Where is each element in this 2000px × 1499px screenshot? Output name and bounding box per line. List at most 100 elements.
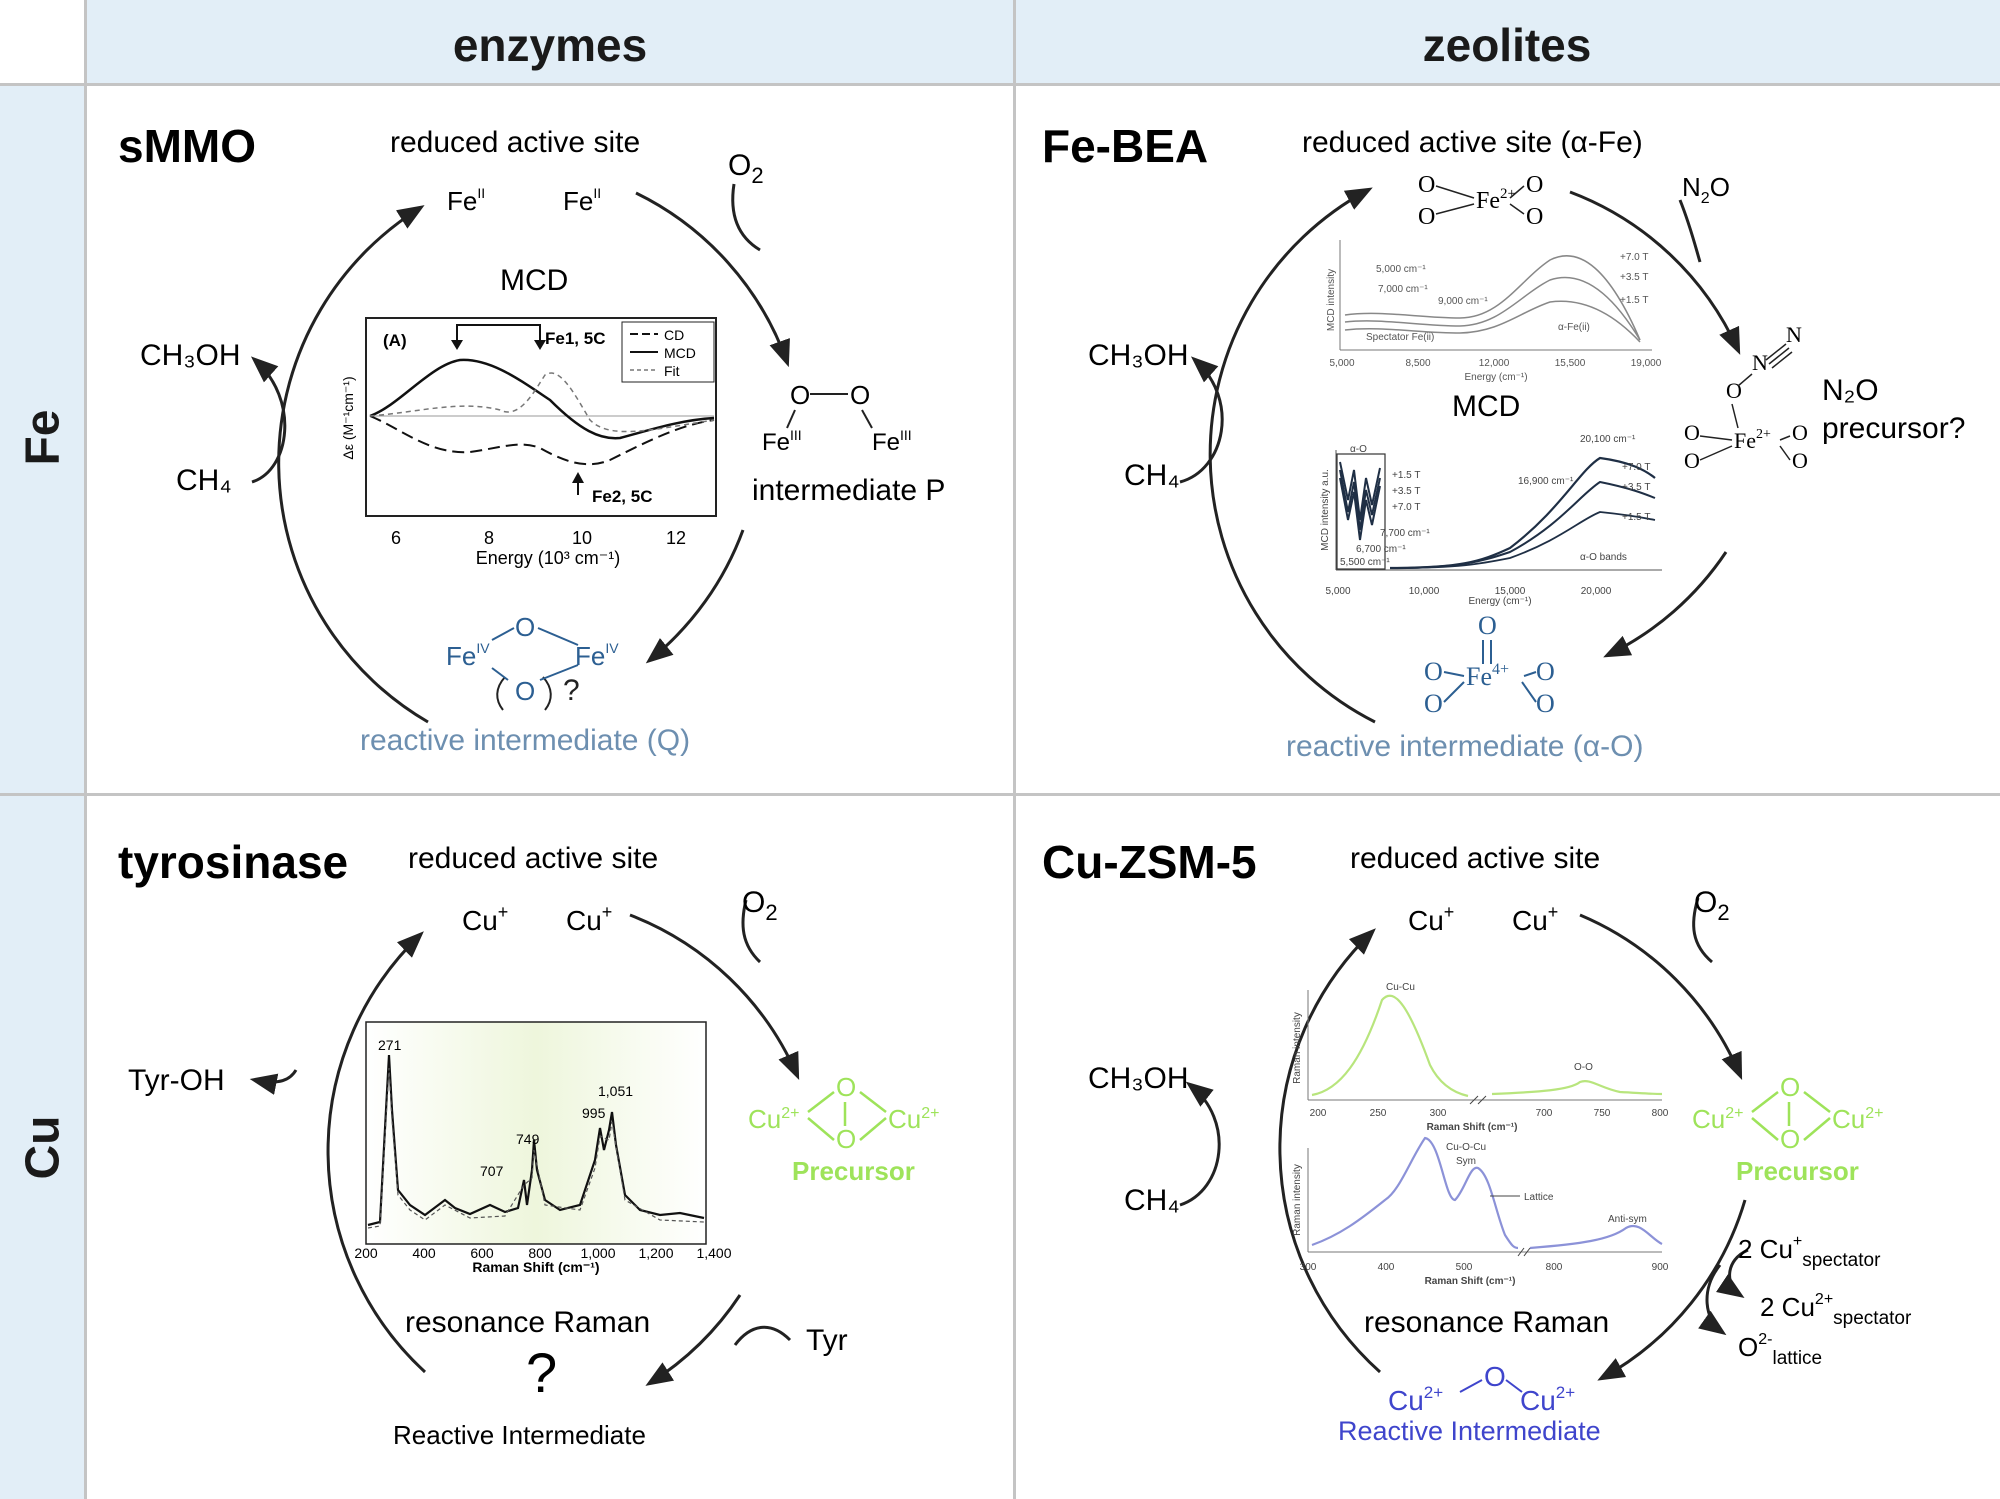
arrow-cycle-top-right xyxy=(1579,913,1743,1080)
plot1-curve-left xyxy=(1311,994,1469,1098)
panel-smmo: sMMO reduced active site O2 FeII FeII MC… xyxy=(118,120,945,757)
plot-mcd-curve xyxy=(369,358,715,440)
plot2-xtick-2: 15,000 xyxy=(1495,586,1526,597)
cycle-arrows xyxy=(1179,897,1749,1381)
spectator-cu-2plus: 2 Cu2+spectator xyxy=(1760,1291,1912,1329)
plot-xlabel: Raman Shift (cm⁻¹) xyxy=(472,1259,599,1275)
plot-xtick-1400: 1,400 xyxy=(696,1245,731,1261)
arrow-spectator-cu2 xyxy=(1716,1248,1749,1299)
grid-line-horizontal-header xyxy=(0,83,2000,86)
q-oxygen-top: O xyxy=(515,612,535,642)
arrow-tyr-oh-out xyxy=(249,1069,298,1095)
pre-cu-left: Cu2+ xyxy=(1692,1104,1744,1134)
plot2-curve-left xyxy=(1311,1136,1519,1250)
plot1-ann-spectator: Spectator Fe(ii) xyxy=(1366,332,1434,343)
panel-title-tyrosinase: tyrosinase xyxy=(118,836,348,888)
plot2-xlabel: Raman Shift (cm⁻¹) xyxy=(1425,1276,1516,1287)
column-header-zeolites: zeolites xyxy=(1422,19,1592,71)
plot1-ann-9000: 9,000 cm⁻¹ xyxy=(1438,296,1488,307)
reduced-active-site-label: reduced active site xyxy=(390,126,640,159)
plot-xtick-600: 600 xyxy=(470,1245,494,1261)
reactive-intermediate-alpha-o-label: reactive intermediate (α-O) xyxy=(1286,730,1643,763)
arrow-cycle-left xyxy=(277,205,429,724)
arrow-cycle-left xyxy=(1278,928,1382,1374)
intermediate-p-structure: O O FeIII FeIII xyxy=(762,380,912,456)
reduced-active-site-label: reduced active site xyxy=(1350,842,1600,875)
mcd-plot-febea-top: MCD intensity Energy (cm⁻¹) 5,000 8,500 … xyxy=(1326,240,1662,383)
plot2-field-right-7: +7.0 T xyxy=(1622,462,1650,473)
plot-annotation-fe1: Fe1, 5C xyxy=(545,329,605,348)
pre-o-right-top: O xyxy=(1792,420,1808,445)
site-o-top-left: O xyxy=(1418,172,1435,198)
pre-cu-right: Cu2+ xyxy=(888,1104,940,1134)
reduced-active-site-label: reduced active site (α-Fe) xyxy=(1302,126,1643,159)
plot-xtick-1200: 1,200 xyxy=(638,1245,673,1261)
arrow-cycle-left xyxy=(326,931,427,1374)
mcd-plot-smmo: (A) Δε (M⁻¹cm⁻¹) Energy (10³ cm⁻¹) 6 8 1… xyxy=(340,317,717,568)
alpha-o-right-top: O xyxy=(1536,657,1555,686)
plot2-ann-cu-o-cu: Cu-O-Cu xyxy=(1446,1142,1486,1153)
ch4-label: CH₄ xyxy=(1124,459,1180,492)
plot-peak-707: 707 xyxy=(480,1163,504,1179)
plot2-field-3.5: +3.5 T xyxy=(1392,486,1420,497)
mcd-label: MCD xyxy=(500,264,568,297)
lattice-oxygen: O2-lattice xyxy=(1738,1331,1822,1369)
arrow-oxidant-in xyxy=(741,899,762,964)
grid-line-vertical-left xyxy=(84,0,87,1499)
plot-xtick-400: 400 xyxy=(412,1245,436,1261)
panel-title-febea: Fe-BEA xyxy=(1042,120,1208,172)
spectator-cu-plus: 2 Cu+spectator xyxy=(1738,1233,1881,1271)
pre-o-left-top: O xyxy=(1684,420,1700,445)
plot1-xlabel: Raman Shift (cm⁻¹) xyxy=(1427,1122,1518,1133)
grid-line-vertical-middle xyxy=(1013,0,1016,1499)
plot-peak-271: 271 xyxy=(378,1037,402,1053)
reactive-intermediate-structure: Cu2+ O Cu2+ xyxy=(1388,1361,1575,1416)
plot2-ann-anti-sym: Anti-sym xyxy=(1608,1214,1647,1225)
pre-fe-2plus: Fe2+ xyxy=(1734,427,1771,453)
plot2-xtick-800: 800 xyxy=(1546,1262,1563,1273)
reduced-site-structure: O O Fe2+ O O xyxy=(1418,172,1543,230)
plot1-xtick-0: 5,000 xyxy=(1329,358,1354,369)
pre-o-top: O xyxy=(1780,1072,1800,1102)
q-question-mark: ? xyxy=(563,674,580,707)
plot2-ann-16900: 16,900 cm⁻¹ xyxy=(1518,476,1574,487)
plot2-ylabel: Raman intensity xyxy=(1292,1164,1303,1236)
grid-line-horizontal-middle xyxy=(0,793,2000,796)
ri-o-bridge: O xyxy=(1484,1361,1506,1392)
arrow-oxidant-in xyxy=(1692,897,1713,964)
pre-cu-right: Cu2+ xyxy=(1832,1104,1884,1134)
plot1-xtick-250: 250 xyxy=(1370,1108,1387,1119)
arrow-methane-to-methanol xyxy=(250,356,287,484)
oxidant-o2: O2 xyxy=(728,149,764,188)
plot1-xtick-800: 800 xyxy=(1652,1108,1669,1119)
reactive-intermediate-label: Reactive Intermediate xyxy=(1338,1416,1601,1446)
plot1-xtick-300: 300 xyxy=(1430,1108,1447,1119)
arrow-cycle-top-right xyxy=(1569,190,1741,355)
plot-peak-749: 749 xyxy=(516,1131,540,1147)
plot-fit-curve xyxy=(369,372,715,433)
plot2-ann-20100: 20,100 cm⁻¹ xyxy=(1580,434,1636,445)
n2o-precursor-line2: precursor? xyxy=(1822,412,1965,445)
arrow-cycle-top-right xyxy=(635,191,790,368)
site-fe-2plus: Fe2+ xyxy=(1476,186,1516,214)
plot-xtick-800: 800 xyxy=(528,1245,552,1261)
arrow-oxidant-in xyxy=(1678,199,1702,263)
pre-o-bottom: O xyxy=(836,1124,856,1154)
cycle-arrows xyxy=(1179,187,1741,724)
plot-peak-1051: 1,051 xyxy=(598,1083,633,1099)
plot1-ann-cu-cu: Cu-Cu xyxy=(1386,982,1415,993)
plot-xtick-200: 200 xyxy=(354,1245,378,1261)
mcd-label: MCD xyxy=(1452,390,1520,423)
reactive-intermediate-q-label: reactive intermediate (Q) xyxy=(360,724,690,757)
arrow-cycle-bottom-right xyxy=(1603,551,1728,658)
arrow-lattice-o xyxy=(1698,1264,1727,1336)
plot2-ann-alpha-o-bands: α-O bands xyxy=(1580,552,1627,563)
cu-plus-left: Cu+ xyxy=(1408,902,1454,936)
plot2-curve-right xyxy=(1529,1225,1663,1250)
plot-xtick-1000: 1,000 xyxy=(580,1245,615,1261)
pre-o-bottom: O xyxy=(1780,1124,1800,1154)
q-fe-iv-left: FeIV xyxy=(446,640,490,671)
column-header-enzymes: enzymes xyxy=(452,19,648,71)
cu-plus-right: Cu+ xyxy=(566,902,612,936)
